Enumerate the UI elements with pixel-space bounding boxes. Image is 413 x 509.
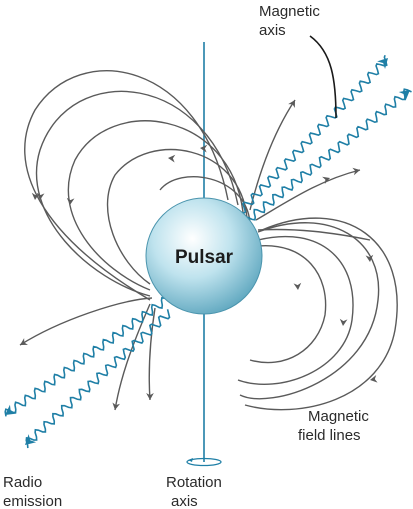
radio-emission-label: Radio emission — [3, 474, 62, 509]
radio-emission-beams — [4, 54, 412, 449]
beam-arrow-icon — [25, 434, 37, 445]
beam-arrow-icon — [398, 90, 410, 101]
magnetic-field-lines — [19, 70, 398, 411]
field-line — [244, 217, 398, 411]
radio-beam-wave — [4, 296, 165, 417]
field-line — [19, 297, 153, 346]
magnetic-axis-label: Magnetic axis — [259, 3, 324, 39]
field-line — [237, 235, 354, 385]
rotation-axis-label: Rotation axis — [166, 474, 226, 509]
field-arrow-icon — [352, 167, 360, 176]
magnetic-axis-pointer — [309, 35, 337, 119]
field-arrow-icon — [36, 192, 45, 200]
field-line — [249, 245, 327, 364]
field-arrow-icon — [20, 338, 28, 345]
field-line — [159, 176, 251, 223]
field-line — [35, 90, 239, 297]
field-arrow-icon — [293, 282, 302, 290]
field-arrow-icon — [339, 318, 348, 326]
magnetic-field-lines-label: Magnetic field lines — [298, 408, 373, 444]
rotation-indicator-icon — [186, 457, 222, 467]
field-arrow-icon — [66, 197, 75, 205]
field-arrow-icon — [322, 176, 330, 185]
pulsar-sphere — [145, 197, 263, 315]
field-arrow-icon — [146, 393, 154, 400]
field-arrow-icon — [200, 144, 208, 153]
pulsar-label: Pulsar — [175, 247, 234, 268]
field-arrow-icon — [288, 100, 295, 108]
beam-arrow-icon — [377, 58, 388, 70]
field-line — [249, 99, 296, 211]
field-arrow-icon — [31, 192, 40, 200]
field-line — [257, 228, 371, 241]
radio-beam-wave — [25, 309, 171, 449]
field-line — [148, 307, 156, 401]
field-arrow-icon — [112, 402, 121, 410]
field-line — [106, 148, 248, 285]
beam-arrow-icon — [5, 404, 17, 415]
field-arrow-icon — [370, 374, 378, 383]
radio-beam-wave — [239, 54, 388, 214]
field-line — [114, 303, 151, 411]
field-arrow-icon — [168, 154, 176, 163]
radio-beam-wave — [243, 88, 412, 228]
field-arrow-icon — [365, 254, 374, 262]
field-line — [239, 222, 380, 400]
field-line — [255, 169, 361, 221]
field-line — [24, 70, 229, 301]
